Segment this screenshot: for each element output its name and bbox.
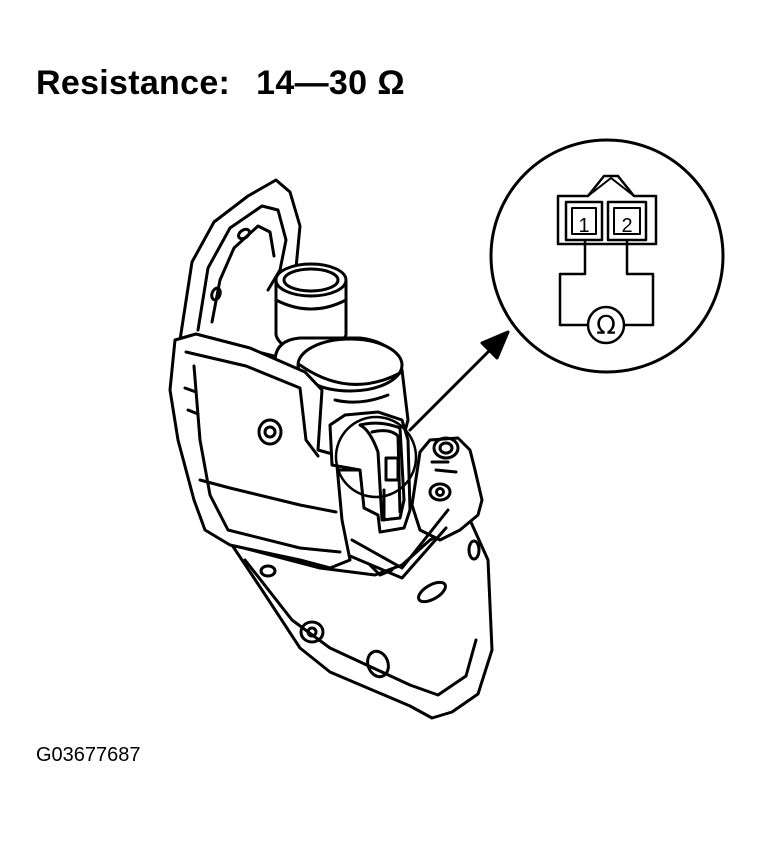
ohmmeter-leads [558, 238, 655, 345]
mounting-bolt [410, 436, 484, 542]
figure-id: G03677687 [36, 744, 141, 766]
resistance-value: 14—30 [256, 64, 368, 102]
detail-inset-circle [489, 138, 725, 374]
resistance-unit: Ω [377, 64, 405, 102]
pin-2-label: 2 [621, 215, 632, 237]
pin-1-label: 1 [578, 215, 589, 237]
pointer-arrow [408, 330, 510, 432]
connector-housing [328, 410, 412, 534]
main-bracket [168, 332, 352, 570]
mounting-plate [178, 178, 302, 364]
connector-clip [348, 508, 450, 580]
ohmmeter-icon: Ω [596, 311, 616, 341]
connector-highlight-circle [334, 415, 418, 499]
resistance-label: Resistance: [36, 64, 231, 102]
